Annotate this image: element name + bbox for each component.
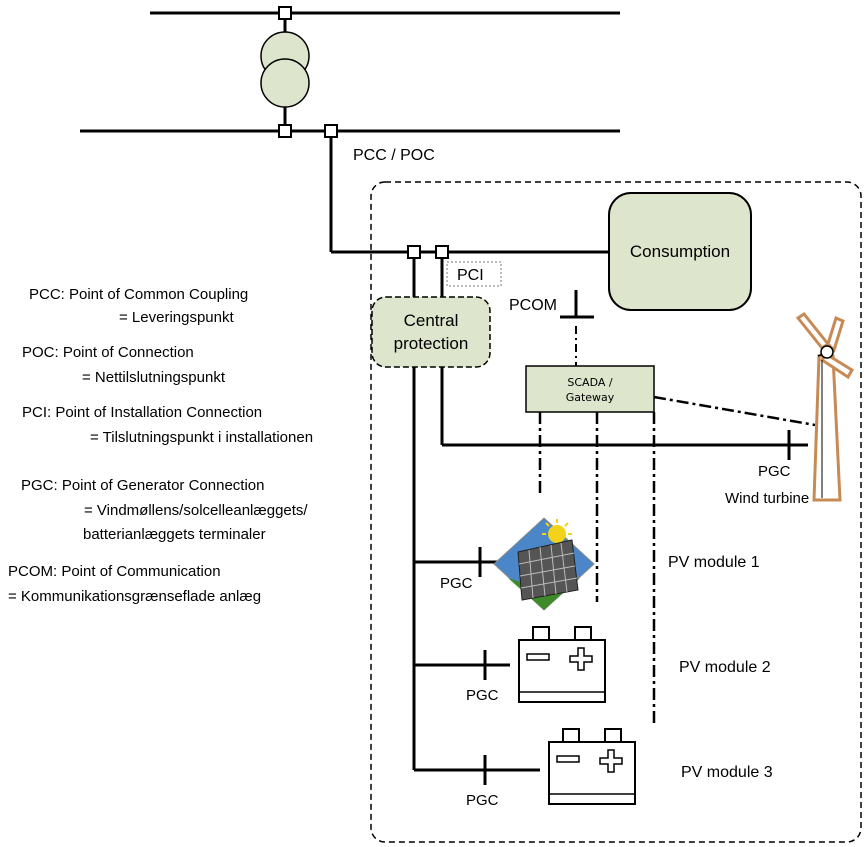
breaker-lower bbox=[278, 124, 292, 138]
solar-panel-icon bbox=[493, 517, 595, 611]
pgc-pv1-label: PGC bbox=[440, 575, 473, 592]
legend-poc-definition: POC: Point of Connection bbox=[22, 344, 194, 361]
wind-turbine-icon bbox=[795, 311, 855, 502]
legend-pcom-definition: PCOM: Point of Communication bbox=[8, 563, 221, 580]
pv-module-2-label: PV module 2 bbox=[679, 659, 771, 676]
legend-pci-translation: = Tilslutningspunkt i installationen bbox=[90, 429, 314, 446]
battery-icon bbox=[548, 728, 636, 805]
breaker-pci-left bbox=[407, 245, 421, 259]
transformer-icon bbox=[260, 13, 310, 131]
central-protection-line1: Central bbox=[404, 311, 459, 330]
battery-icon bbox=[518, 626, 606, 703]
scada-line1: SCADA / bbox=[567, 376, 612, 389]
consumption-label: Consumption bbox=[630, 242, 730, 261]
scada-gateway-box bbox=[525, 365, 655, 413]
legend: PCC: Point of Common Coupling = Levering… bbox=[0, 0, 360, 620]
central-protection-box bbox=[371, 296, 491, 368]
installation-boundary bbox=[370, 181, 862, 843]
pci-label: PCI bbox=[457, 267, 484, 284]
breaker-upper bbox=[278, 6, 292, 20]
pgc-wind-label: PGC bbox=[758, 463, 791, 480]
pcom-label: PCOM bbox=[509, 297, 557, 314]
legend-pcc-translation: = Leveringspunkt bbox=[119, 309, 234, 326]
legend-pci-definition: PCI: Point of Installation Connection bbox=[22, 404, 263, 421]
wind-turbine-label: Wind turbine bbox=[725, 490, 809, 507]
legend-poc-translation: = Nettilslutningspunkt bbox=[82, 369, 225, 386]
consumption-box bbox=[608, 192, 752, 311]
central-protection-line2: protection bbox=[394, 334, 469, 353]
breaker-pci-right bbox=[435, 245, 449, 259]
pcc-poc-label: PCC / POC bbox=[353, 147, 435, 164]
legend-pgc-translation-1: = Vindmøllens/solcelleanlæggets/ bbox=[84, 502, 308, 519]
scada-line2: Gateway bbox=[566, 391, 615, 404]
pgc-pv3-label: PGC bbox=[466, 792, 499, 809]
legend-pcc-definition: PCC: Point of Common Coupling bbox=[29, 286, 249, 303]
legend-pgc-translation-2: batterianlæggets terminaler bbox=[83, 526, 266, 543]
legend-pgc-definition: PGC: Point of Generator Connection bbox=[21, 477, 265, 494]
breaker-pcc bbox=[324, 124, 338, 138]
pci-label-box bbox=[446, 261, 502, 287]
pv-module-1-label: PV module 1 bbox=[668, 554, 760, 571]
comm-link-wind bbox=[653, 395, 816, 427]
pgc-pv2-label: PGC bbox=[466, 687, 499, 704]
legend-pcom-translation: = Kommunikationsgrænseflade anlæg bbox=[8, 588, 262, 605]
pv-module-3-label: PV module 3 bbox=[681, 764, 773, 781]
